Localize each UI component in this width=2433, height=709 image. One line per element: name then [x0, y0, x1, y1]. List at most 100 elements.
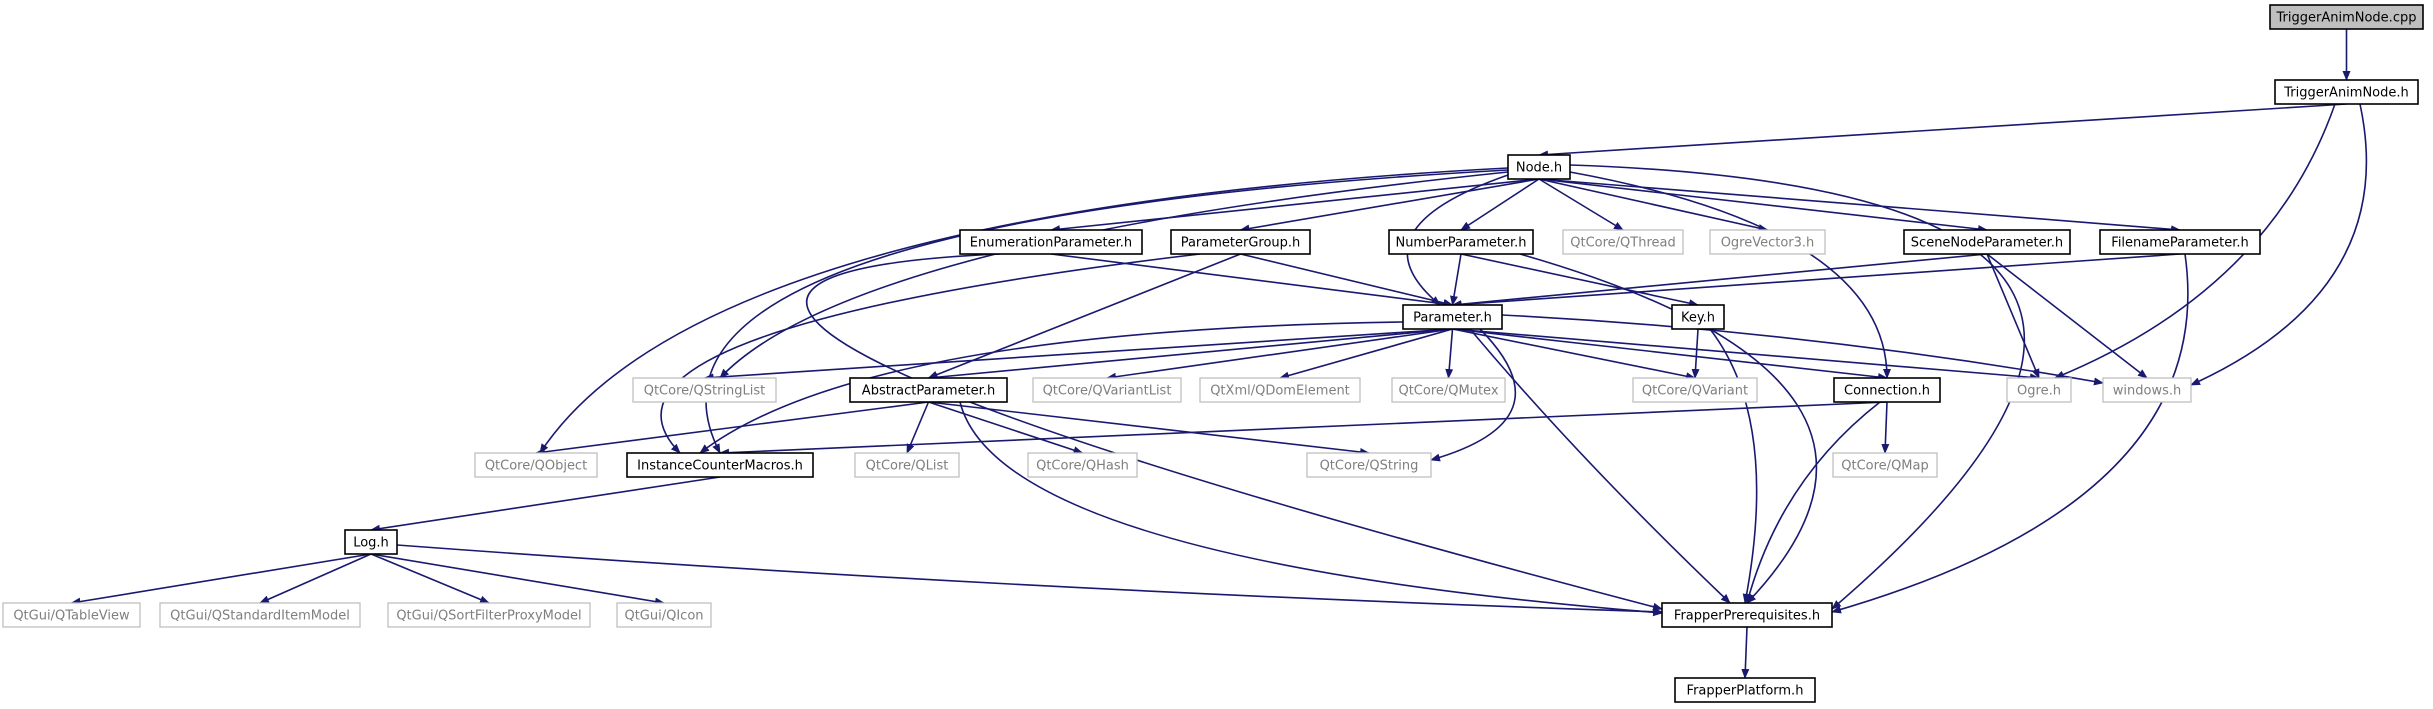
edge-enumerationparameter-h-to-frapperprerequisites-h [806, 253, 1663, 611]
node-label: Key.h [1681, 311, 1715, 326]
node-box [1562, 229, 1684, 255]
node-label: TriggerAnimNode.cpp [2276, 11, 2417, 26]
edge-node-h-to-qtcore-qstringlist [719, 171, 1509, 379]
edge-log-h-to-qtgui-qtableview [70, 553, 372, 606]
node-box [1027, 452, 1138, 478]
node-box [159, 602, 361, 628]
node-box [1391, 377, 1506, 403]
node-box [1674, 677, 1816, 703]
node-label: QtGui/QSortFilterProxyModel [396, 609, 581, 624]
edge-parameter-h-to-frapperprerequisites-h [1469, 328, 1731, 604]
node-node-h[interactable]: Node.h [1507, 154, 1571, 180]
node-frapperprerequisites-h[interactable]: FrapperPrerequisites.h [1661, 602, 1833, 628]
node-label: QtGui/QIcon [624, 609, 703, 624]
node-box [1199, 377, 1361, 403]
edge-abstractparameter-h-to-qtcore-qobject [535, 401, 929, 456]
edge-numberparameter-h-to-key-h [1460, 253, 1699, 308]
node-qtgui-qstandarditemmodel: QtGui/QStandardItemModel [159, 602, 361, 628]
edge-parameter-h-to-qtcore-qvariant [1452, 328, 1696, 381]
node-box [1032, 377, 1182, 403]
node-ogrevector3-h: OgreVector3.h [1709, 229, 1826, 255]
node-log-h[interactable]: Log.h [344, 529, 398, 555]
node-box [632, 377, 777, 403]
edge-parametergroup-h-to-abstractparameter-h [927, 253, 1241, 379]
edge-node-h-to-ogrevector3-h [1538, 178, 1769, 232]
node-label: AbstractParameter.h [862, 384, 995, 399]
node-label: Log.h [353, 536, 389, 551]
edge-parameter-h-to-qtcore-qstring [1430, 328, 1517, 462]
node-numberparameter-h[interactable]: NumberParameter.h [1388, 229, 1534, 255]
node-label: QtCore/QHash [1036, 459, 1129, 474]
node-box [387, 602, 591, 628]
node-label: FrapperPrerequisites.h [1674, 609, 1820, 624]
edge-abstractparameter-h-to-qtcore-qstring [928, 401, 1370, 456]
node-qtcore-qhash: QtCore/QHash [1027, 452, 1138, 478]
edge-layer [70, 29, 2368, 679]
node-qtcore-qmutex: QtCore/QMutex [1391, 377, 1506, 403]
node-qtcore-qvariantlist: QtCore/QVariantList [1032, 377, 1182, 403]
node-box [344, 529, 398, 555]
node-label: QtCore/QString [1320, 459, 1419, 474]
node-qtcore-qthread: QtCore/QThread [1562, 229, 1684, 255]
node-box [2102, 377, 2192, 403]
node-qtcore-qstring: QtCore/QString [1306, 452, 1432, 478]
edge-parameter-h-to-ogre-h [1452, 328, 2040, 382]
node-label: QtCore/QStringList [644, 384, 766, 399]
edge-connection-h-to-frapperprerequisites-h [1745, 401, 1881, 604]
node-parametergroup-h[interactable]: ParameterGroup.h [1170, 229, 1311, 255]
node-triggeranimnode-h[interactable]: TriggerAnimNode.h [2274, 79, 2419, 105]
edge-enumerationparameter-h-to-parameter-h [1050, 253, 1454, 308]
edge-connection-h-to-qtcore-qmap [1881, 401, 1890, 454]
edge-triggeranimnode-h-to-ogre-h [2054, 103, 2336, 379]
node-box [1832, 452, 1938, 478]
node-qtxml-qdomelement: QtXml/QDomElement [1199, 377, 1361, 403]
edge-node-h-to-enumerationparameter-h [1050, 178, 1540, 234]
node-box [1632, 377, 1758, 403]
edge-log-h-to-frapperprerequisites-h [396, 544, 1663, 616]
node-label: QtGui/QStandardItemModel [170, 609, 350, 624]
node-label: NumberParameter.h [1395, 236, 1526, 251]
node-label: FilenameParameter.h [2111, 236, 2248, 251]
edge-node-h-to-numberparameter-h [1460, 178, 1540, 231]
node-box [1661, 602, 1833, 628]
edge-parametergroup-h-to-instancecountermacros-h [660, 253, 1201, 454]
edge-scenenodeparameter-h-to-parameter-h [1451, 253, 1988, 309]
node-label: Parameter.h [1413, 311, 1492, 326]
node-qtcore-qmap: QtCore/QMap [1832, 452, 1938, 478]
edge-filenameparameter-h-to-frapperprerequisites-h [1831, 253, 2189, 614]
node-connection-h[interactable]: Connection.h [1833, 377, 1941, 403]
node-filenameparameter-h[interactable]: FilenameParameter.h [2099, 229, 2261, 255]
node-qtgui-qtableview: QtGui/QTableView [2, 602, 141, 628]
node-box [2099, 229, 2261, 255]
edge-node-h-to-filenameparameter-h [1538, 178, 2181, 234]
node-box [1671, 304, 1725, 330]
edge-triggeranimnode-h-to-windows-h [2190, 103, 2368, 386]
node-box [2274, 79, 2419, 105]
node-frapperplatform-h[interactable]: FrapperPlatform.h [1674, 677, 1816, 703]
node-qtgui-qicon: QtGui/QIcon [616, 602, 712, 628]
edge-parameter-h-to-qtcore-qstringlist [703, 328, 1453, 382]
edge-log-h-to-qtgui-qicon [370, 553, 665, 606]
edge-node-h-to-parametergroup-h [1239, 178, 1540, 233]
node-triggeranimnode-cpp[interactable]: TriggerAnimNode.cpp [2269, 4, 2424, 30]
edge-log-h-to-qtgui-qstandarditemmodel [259, 553, 372, 604]
node-label: InstanceCounterMacros.h [637, 459, 803, 474]
node-qtcore-qvariant: QtCore/QVariant [1632, 377, 1758, 403]
node-scenenodeparameter-h[interactable]: SceneNodeParameter.h [1903, 229, 2071, 255]
edge-abstractparameter-h-to-qtcore-qhash [928, 401, 1084, 454]
node-box [1709, 229, 1826, 255]
node-qtgui-qsortfilterproxymodel: QtGui/QSortFilterProxyModel [387, 602, 591, 628]
node-box [626, 452, 814, 478]
node-ogre-h: Ogre.h [2006, 377, 2072, 403]
node-key-h[interactable]: Key.h [1671, 304, 1725, 330]
node-parameter-h[interactable]: Parameter.h [1402, 304, 1503, 330]
node-enumerationparameter-h[interactable]: EnumerationParameter.h [959, 229, 1143, 255]
node-label: Node.h [1516, 161, 1562, 176]
node-box [616, 602, 712, 628]
node-instancecountermacros-h[interactable]: InstanceCounterMacros.h [626, 452, 814, 478]
edge-key-h-to-frapperprerequisites-h [1709, 328, 1758, 604]
node-abstractparameter-h[interactable]: AbstractParameter.h [849, 377, 1008, 403]
node-box [849, 377, 1008, 403]
node-label: Ogre.h [2017, 384, 2061, 399]
